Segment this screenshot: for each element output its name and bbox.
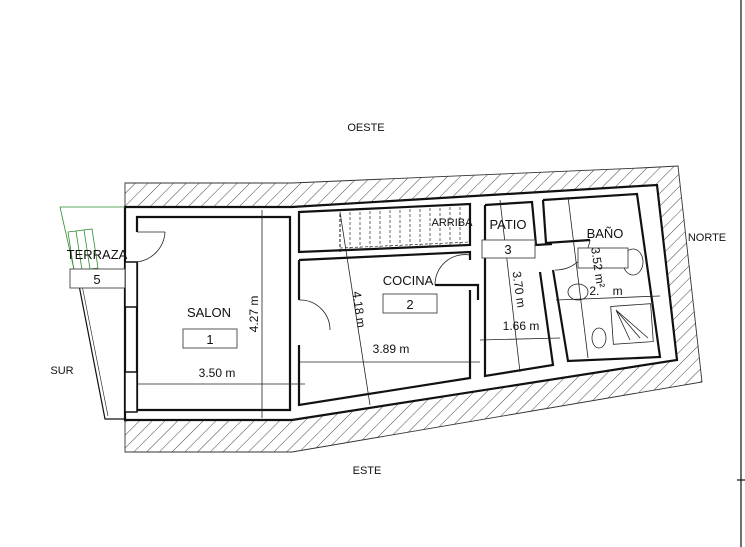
dim-bano-area: 3.52 m²	[588, 246, 608, 288]
patio-room	[483, 200, 555, 378]
room-number-salon: 1	[206, 332, 213, 347]
room-name-cocina: COCINA	[383, 273, 434, 288]
label-south: SUR	[50, 365, 73, 377]
bano-room	[541, 192, 662, 363]
dim-cocina-height: 4.18 m	[349, 290, 368, 328]
salon-room	[124, 215, 292, 413]
room-number-terraza: 5	[93, 272, 100, 287]
room-tag-terraza	[69, 268, 126, 289]
room-number-cocina: 2	[406, 297, 413, 312]
dim-patio-height: 3.70 m	[509, 270, 528, 308]
terraza-railing	[76, 274, 125, 420]
dim-patio-width: 1.66 m	[503, 319, 540, 333]
dim-salon-height: 4.27 m	[247, 296, 261, 333]
label-west: OESTE	[347, 122, 384, 134]
dim-cocina-width: 3.89 m	[373, 342, 410, 356]
staircase	[297, 202, 472, 254]
dimension-lines	[137, 196, 661, 418]
dim-bano-width: 2. m	[589, 284, 622, 298]
stair-label: ARRIBA	[432, 217, 474, 229]
room-tag-bano	[577, 247, 629, 269]
room-tag-salon	[182, 328, 238, 349]
cocina-room	[297, 250, 480, 407]
room-name-bano: BAÑO	[587, 226, 624, 241]
room-tag-patio	[481, 239, 536, 259]
room-name-salon: SALON	[187, 305, 231, 320]
label-east: ESTE	[353, 465, 382, 477]
room-tag-cocina	[382, 293, 438, 314]
room-name-terraza: TERRAZA	[67, 247, 128, 262]
room-name-patio: PATIO	[489, 217, 526, 232]
dim-salon-width: 3.50 m	[199, 366, 236, 380]
room-number-patio: 3	[504, 242, 511, 257]
label-north: NORTE	[688, 232, 726, 244]
